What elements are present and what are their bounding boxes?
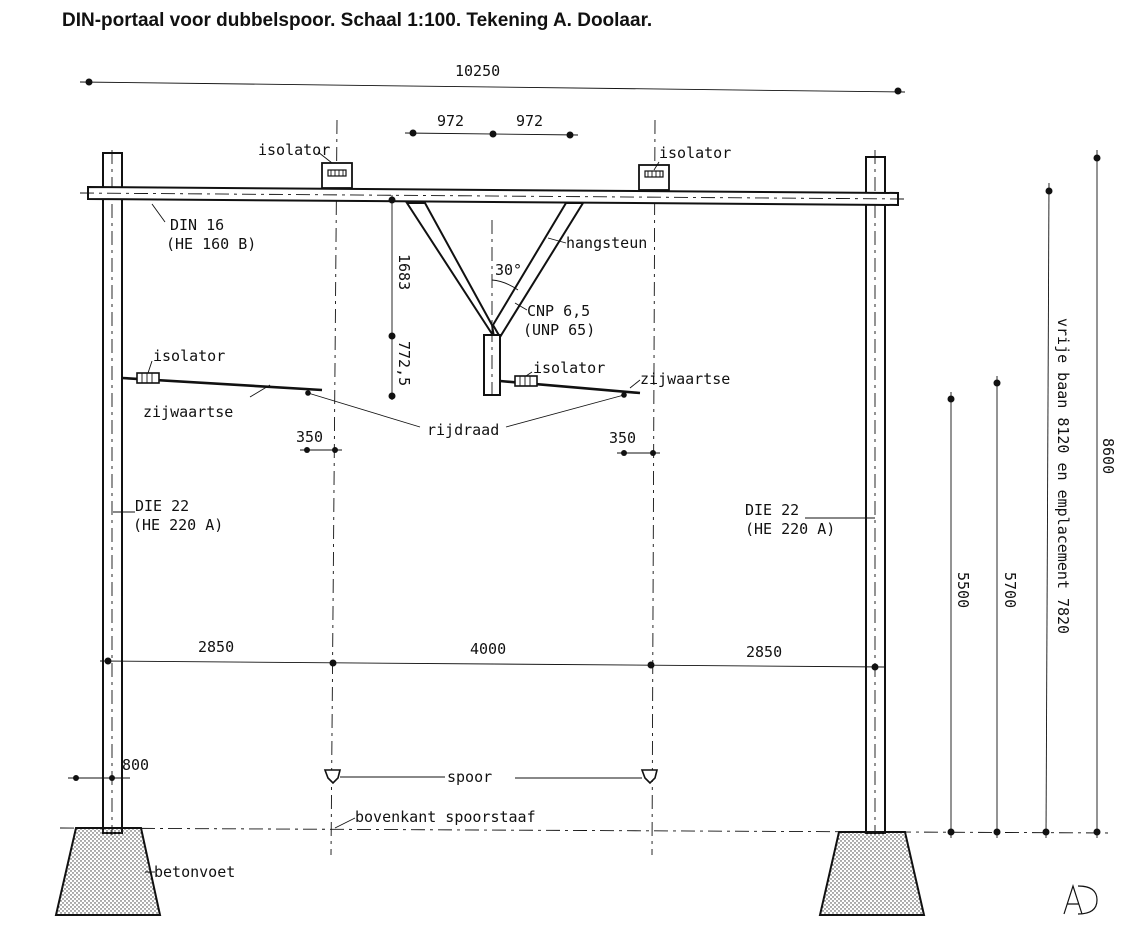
offset-left-label: 972 <box>437 112 464 130</box>
angle-arc <box>491 279 519 291</box>
column-right-label: DIE 22 <box>745 501 799 519</box>
span-dimension <box>99 657 886 671</box>
angle-label: 30° <box>495 261 522 279</box>
bovenkant-label: bovenkant spoorstaaf <box>355 808 536 826</box>
isolator-middle-label: isolator <box>533 359 605 377</box>
height-8600 <box>1093 150 1101 838</box>
betonvoet-label: betonvoet <box>154 863 235 881</box>
signature-monogram <box>1063 884 1098 915</box>
offset-dimension <box>404 129 579 139</box>
left-column <box>102 150 123 835</box>
left-registration-arm <box>121 372 323 392</box>
isolator-top-left-label: isolator <box>258 141 330 159</box>
cross-beam <box>79 185 906 207</box>
rijdraad-label: rijdraad <box>427 421 499 439</box>
height-5700 <box>993 376 1001 838</box>
stagger-left-label: 350 <box>296 428 323 446</box>
column-left-label: DIE 22 <box>135 497 189 515</box>
stagger-right <box>617 450 660 456</box>
height-5500 <box>947 392 955 838</box>
column-left-alt-label: (HE 220 A) <box>133 516 223 534</box>
right-registration-arm <box>499 375 641 395</box>
brace-profile-alt-label: (UNP 65) <box>523 321 595 339</box>
rail-right <box>640 769 659 785</box>
brace-profile-label: CNP 6,5 <box>527 302 590 320</box>
foundation-left <box>54 827 162 916</box>
clearance-label: vrije baan 8120 en emplacement 7820 <box>1054 318 1072 634</box>
track-centerline-left <box>330 119 338 856</box>
span-middle-label: 4000 <box>470 640 506 658</box>
foot-offset-dimension <box>68 775 130 781</box>
dim-7725-label: 772,5 <box>395 341 413 386</box>
isolator-top-right-label: isolator <box>659 144 731 162</box>
span-right-label: 2850 <box>746 643 782 661</box>
track-centerline-right <box>651 119 656 856</box>
top-isolator-left <box>321 162 353 189</box>
spoor-label: spoor <box>447 768 492 786</box>
top-of-rail-line <box>59 827 1111 834</box>
right-column <box>865 150 886 835</box>
foot-offset-label: 800 <box>122 756 149 774</box>
height-clearance <box>1042 182 1053 839</box>
zijwaartse-left-label: zijwaartse <box>143 403 233 421</box>
hangsteun-leader <box>547 237 567 244</box>
height-5500-label: 5500 <box>954 572 972 608</box>
rail-left <box>323 769 342 785</box>
zijwaartse-right-label: zijwaartse <box>640 370 730 388</box>
total-width-label: 10250 <box>455 62 500 80</box>
offset-right-label: 972 <box>516 112 543 130</box>
height-8600-label: 8600 <box>1099 438 1117 474</box>
stagger-left <box>300 447 342 453</box>
span-left-label: 2850 <box>198 638 234 656</box>
total-width-dimension <box>79 78 906 95</box>
isolator-left-label: isolator <box>153 347 225 365</box>
beam-profile-label: DIN 16 <box>170 216 224 234</box>
vertical-dimension-hanger <box>388 195 396 400</box>
beam-leader <box>151 203 166 223</box>
beam-profile-alt-label: (HE 160 B) <box>166 235 256 253</box>
drawing-title: DIN-portaal voor dubbelspoor. Schaal 1:1… <box>62 10 653 31</box>
hangsteun-label: hangsteun <box>566 234 647 252</box>
top-isolator-right <box>638 164 670 191</box>
foundation-right <box>818 831 926 916</box>
height-5700-label: 5700 <box>1001 572 1019 608</box>
column-right-alt-label: (HE 220 A) <box>745 520 835 538</box>
dim-1683-label: 1683 <box>395 254 413 290</box>
stagger-right-label: 350 <box>609 429 636 447</box>
